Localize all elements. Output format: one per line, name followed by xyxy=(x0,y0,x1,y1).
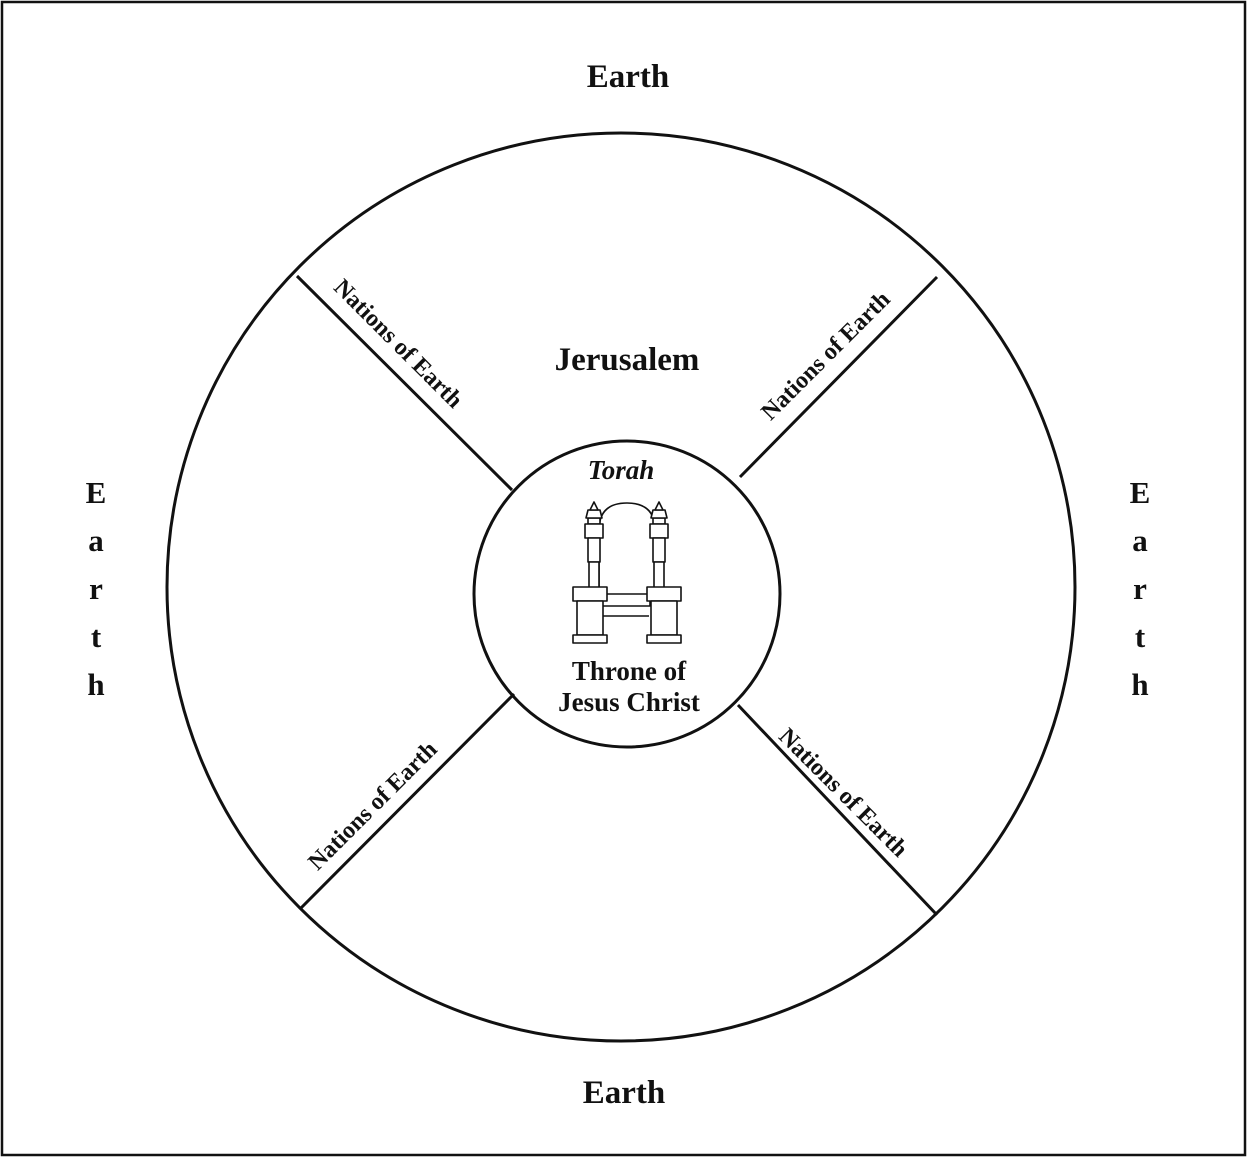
earth-letter: h xyxy=(87,667,104,702)
earth-letter: t xyxy=(91,619,102,654)
earth-label-bottom: Earth xyxy=(583,1075,666,1111)
throne-label-line1: Throne of xyxy=(572,656,687,686)
earth-letter: r xyxy=(1133,571,1147,606)
torah-label: Torah xyxy=(588,455,655,485)
earth-letter: E xyxy=(1130,475,1151,510)
divider-upper-right xyxy=(740,277,937,477)
nations-label-upper-right: Nations of Earth xyxy=(757,287,896,426)
nations-label-lower-left: Nations of Earth xyxy=(304,737,443,876)
nations-label-lower-right: Nations of Earth xyxy=(773,724,912,863)
divider-upper-left xyxy=(297,276,512,490)
nations-label-upper-left: Nations of Earth xyxy=(328,275,467,414)
throne-icon xyxy=(573,502,681,643)
jerusalem-label: Jerusalem xyxy=(555,342,700,378)
earth-letter: a xyxy=(1132,523,1148,558)
earth-letter: r xyxy=(89,571,103,606)
divider-lower-left xyxy=(300,694,514,909)
throne-label-line2: Jesus Christ xyxy=(558,687,700,717)
earth-letter: a xyxy=(88,523,104,558)
divider-lower-right xyxy=(738,705,937,915)
earth-letter: t xyxy=(1135,619,1146,654)
earth-label-top: Earth xyxy=(587,59,670,95)
earth-letter: E xyxy=(86,475,107,510)
earth-letter: h xyxy=(1131,667,1148,702)
